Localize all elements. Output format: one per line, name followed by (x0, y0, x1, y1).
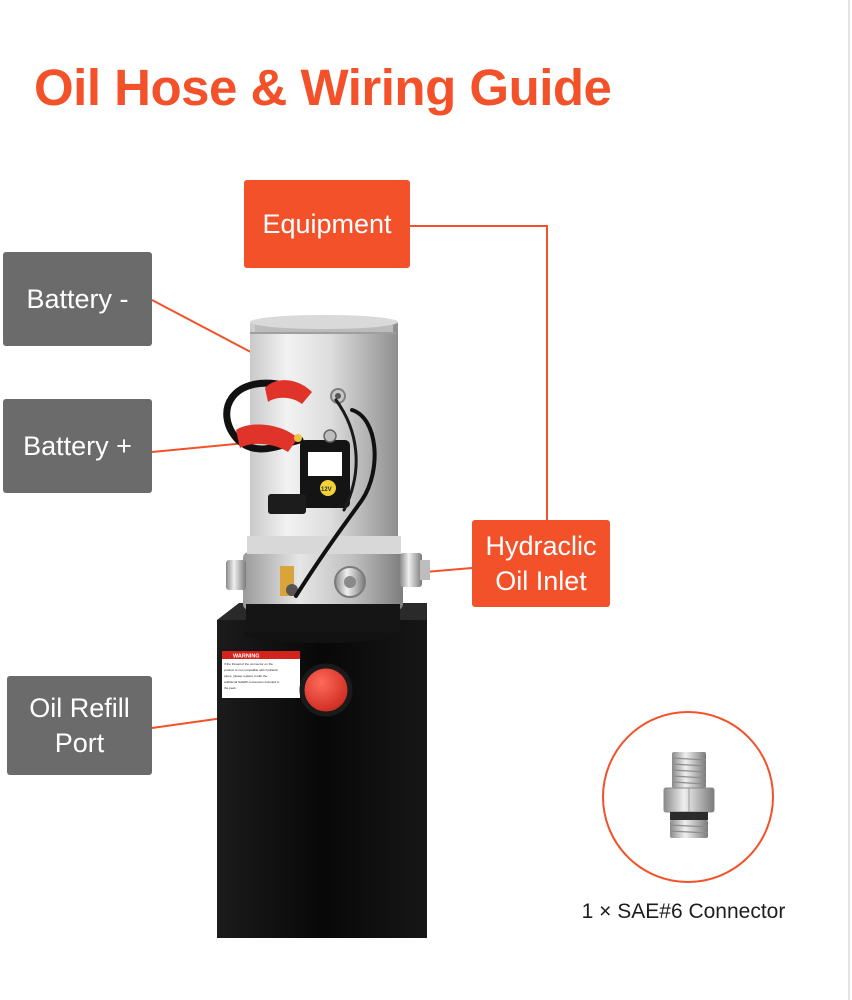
warning-sticker: WARNING If the thread of the connector o… (222, 651, 300, 698)
hydraulic-oil-inlet-fitting (334, 566, 366, 598)
warning-sticker-line: the pack. (224, 686, 237, 690)
callout-battery-positive: Battery + (3, 399, 152, 493)
warning-sticker-line: product is not compatible with hydraulic (224, 668, 278, 672)
warning-sticker-line: If the thread of the connector on the (224, 662, 273, 666)
electric-motor: 12V (223, 315, 401, 598)
callout-equipment-text: Equipment (262, 208, 392, 239)
connector-caption: 1 × SAE#6 Connector (581, 900, 786, 923)
solenoid-voltage-label: 12V (321, 487, 332, 493)
callout-hydraulic-oil-inlet-line2: Oil Inlet (495, 565, 587, 596)
sae6-connector-icon (663, 752, 715, 838)
oil-refill-cap (299, 663, 353, 717)
warning-sticker-line: pipes, please replace it with the (224, 674, 267, 678)
callout-battery-negative-text: Battery - (26, 283, 129, 314)
callout-battery-negative: Battery - (3, 252, 152, 346)
warning-sticker-line: additional SAE#6 connectors included in (224, 680, 280, 684)
callout-hydraulic-oil-inlet-line1: Hydraclic (485, 530, 597, 561)
sae6-connector-detail (602, 711, 774, 883)
hydraulic-inlet-leader-line (424, 567, 473, 573)
battery-negative-boot (265, 380, 312, 404)
starter-solenoid: 12V (268, 429, 350, 514)
right-edge-divider (848, 0, 850, 1000)
callout-equipment: Equipment (244, 180, 410, 268)
valve-manifold (226, 552, 430, 643)
callout-hydraulic-oil-inlet: Hydraclic Oil Inlet (472, 520, 610, 607)
callout-oil-refill-port: Oil Refill Port (7, 676, 152, 775)
page-title: Oil Hose & Wiring Guide (34, 59, 612, 116)
battery-positive-boot (236, 424, 298, 452)
callout-oil-refill-port-line1: Oil Refill (29, 692, 130, 723)
oil-tank: WARNING If the thread of the connector o… (217, 603, 427, 938)
warning-sticker-title: WARNING (233, 654, 260, 660)
callout-battery-positive-text: Battery + (23, 430, 132, 461)
equipment-leader-line (410, 225, 548, 520)
callout-oil-refill-port-line2: Port (54, 727, 105, 758)
